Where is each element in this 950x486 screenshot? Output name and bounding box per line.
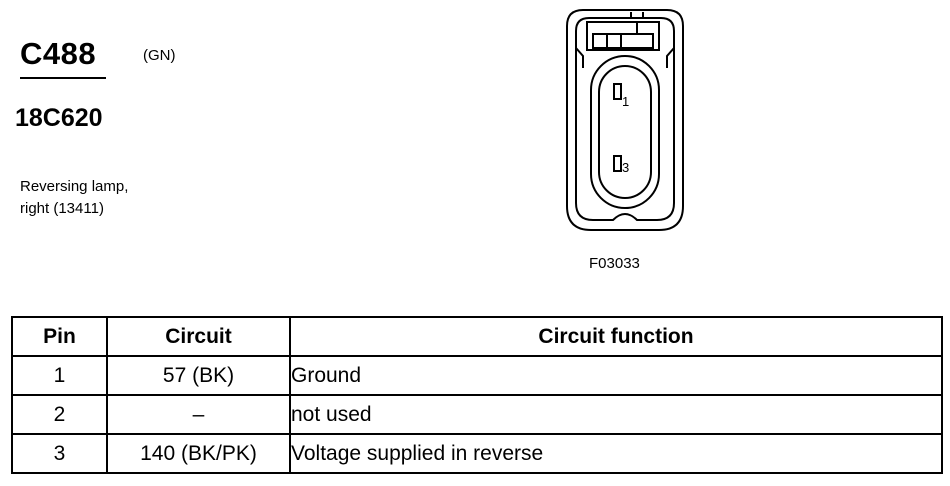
locking-tab-inner	[592, 33, 654, 49]
pin-1-label: 1	[622, 94, 629, 109]
cell-circuit: 57 (BK)	[106, 355, 291, 396]
connector-code: C488	[20, 36, 97, 71]
locking-tab	[586, 21, 660, 51]
connector-color: (GN)	[143, 47, 176, 64]
header-circuit: Circuit	[106, 316, 291, 357]
description-line-2: right (13411)	[20, 200, 104, 217]
pin-3-label: 3	[622, 160, 629, 175]
cell-function: Ground	[289, 355, 943, 396]
table-row: 2 – not used	[11, 394, 943, 435]
pin-3-terminal	[613, 155, 622, 172]
connector-description: Reversing lamp, right (13411)	[20, 176, 128, 220]
table-row: 1 57 (BK) Ground	[11, 355, 943, 396]
cell-circuit: –	[106, 394, 291, 435]
cell-pin: 1	[11, 355, 108, 396]
header-circuit-function: Circuit function	[289, 316, 943, 357]
pin-cavity-inner	[598, 65, 652, 199]
part-number: 18C620	[15, 104, 103, 132]
cell-function: not used	[289, 394, 943, 435]
cell-circuit: 140 (BK/PK)	[106, 433, 291, 474]
header-pin: Pin	[11, 316, 108, 357]
connector-face-diagram: 1 3	[566, 9, 684, 231]
pin-1-terminal	[613, 83, 622, 100]
description-line-1: Reversing lamp,	[20, 178, 129, 195]
cell-pin: 3	[11, 433, 108, 474]
connector-housing-inner	[575, 17, 675, 221]
cell-function: Voltage supplied in reverse	[289, 433, 943, 474]
connector-code-underline	[20, 77, 106, 79]
figure-code: F03033	[589, 255, 640, 272]
table-header-row: Pin Circuit Circuit function	[11, 316, 943, 357]
pin-cavity-outer	[590, 55, 660, 209]
cell-pin: 2	[11, 394, 108, 435]
pin-table: Pin Circuit Circuit function 1 57 (BK) G…	[11, 316, 943, 474]
table-row: 3 140 (BK/PK) Voltage supplied in revers…	[11, 433, 943, 474]
connector-housing-outer	[566, 9, 684, 231]
